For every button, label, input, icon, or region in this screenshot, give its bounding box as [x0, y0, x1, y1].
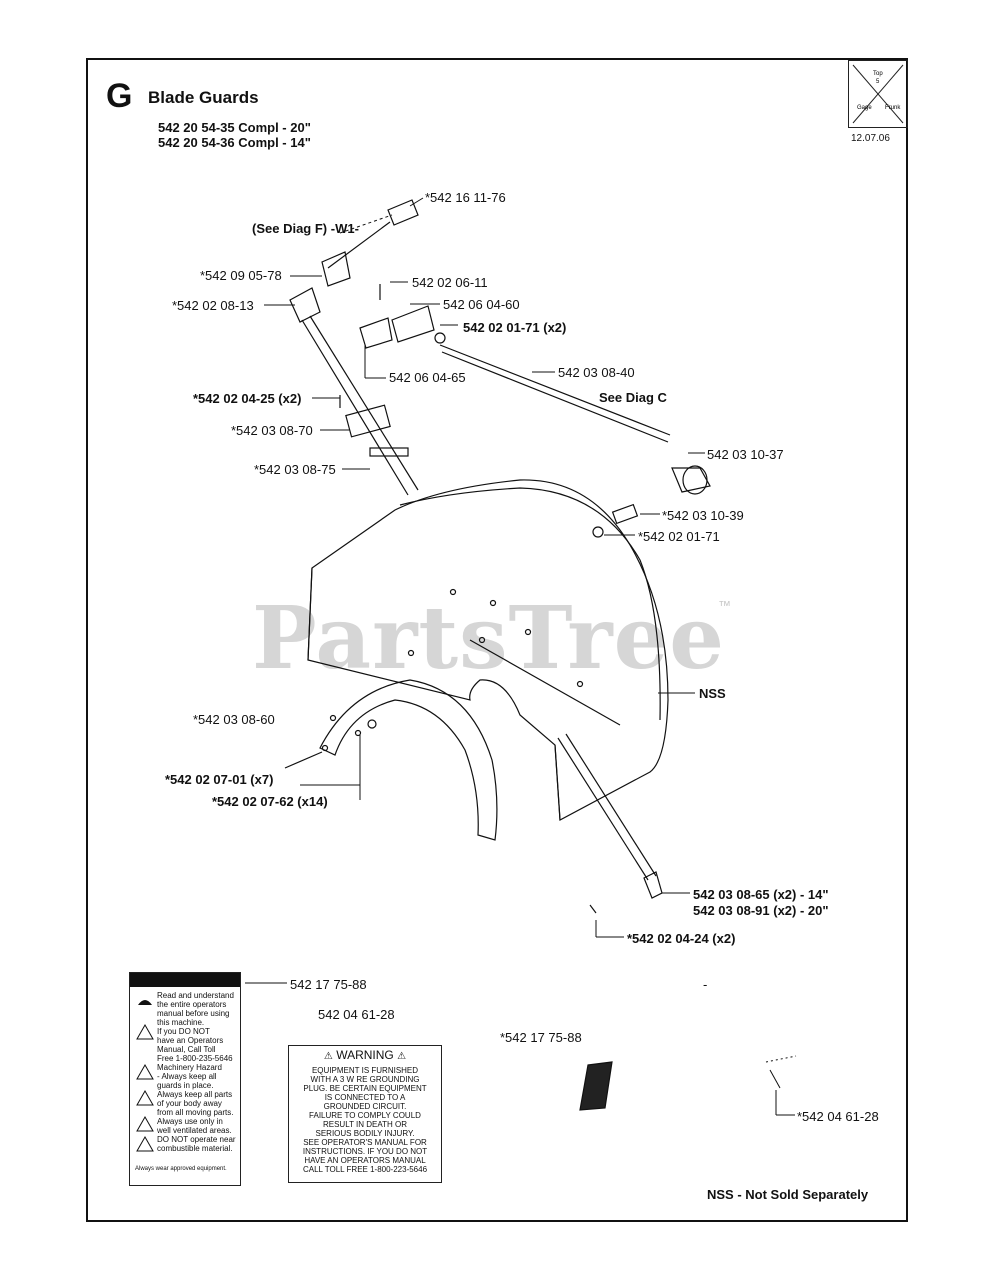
decal-line: combustible material.	[157, 1144, 233, 1153]
part-label-542-02-07-01-x7: *542 02 07-01 (x7)	[165, 772, 274, 787]
part-label-nss: NSS	[699, 686, 726, 701]
decal-line: Read and understand	[157, 991, 234, 1000]
warning-heading: ⚠ WARNING ⚠	[289, 1048, 441, 1064]
assembly-subtitle-20: 542 20 54-35 Compl - 20"	[158, 120, 311, 135]
decal-line: Always use only in	[157, 1117, 223, 1126]
watermark-trademark: ™	[718, 598, 731, 613]
part-label-542-04-61-28-star: *542 04 61-28	[797, 1109, 879, 1124]
decal-line: Always keep all parts	[157, 1090, 233, 1099]
part-label-542-02-07-62-x14: *542 02 07-62 (x14)	[212, 794, 328, 809]
part-label-542-02-01-71-x2: 542 02 01-71 (x2)	[463, 320, 567, 335]
part-label-542-06-04-60: 542 06 04-60	[443, 297, 520, 312]
warning-heading-text: WARNING	[336, 1048, 394, 1062]
section-title: Blade Guards	[148, 88, 259, 107]
warning-line: GROUNDED CIRCUIT.	[323, 1102, 407, 1111]
rolled-decal-piece	[579, 1061, 613, 1111]
part-label-see-diag-c: See Diag C	[599, 390, 667, 405]
decal-line: Always wear approved equipment.	[135, 1166, 227, 1172]
warning-line: RESULT IN DEATH OR	[322, 1120, 407, 1129]
decal-line: DO NOT operate near	[157, 1135, 236, 1144]
part-label-542-03-10-39: *542 03 10-39	[662, 508, 744, 523]
logo-text-mid: 5	[876, 79, 880, 85]
part-label-542-16-11-76: *542 16 11-76	[425, 190, 506, 205]
diagram-frame	[86, 58, 908, 1222]
decal-line: this machine.	[157, 1018, 205, 1027]
decal-warning-icons	[136, 995, 154, 1160]
part-label-542-03-08-75: *542 03 08-75	[254, 462, 336, 477]
warning-line: FAILURE TO COMPLY COULD	[309, 1111, 421, 1120]
brand-logo-icon: Top 5 Gage Frunk	[852, 64, 904, 124]
warning-line: INSTRUCTIONS. IF YOU DO NOT	[302, 1147, 428, 1156]
part-label-542-02-04-24-x2: *542 02 04-24 (x2)	[627, 931, 736, 946]
logo-text-left: Gage	[857, 105, 872, 111]
part-label-542-03-08-40: 542 03 08-40	[558, 365, 635, 380]
warning-triangle-icon: ⚠	[397, 1051, 407, 1062]
part-label-542-17-75-88-star: *542 17 75-88	[500, 1030, 582, 1045]
decal-line: - Always keep all	[157, 1072, 217, 1081]
part-label-542-02-08-13: *542 02 08-13	[172, 298, 254, 313]
part-label-542-02-06-11: 542 02 06-11	[412, 275, 488, 290]
decal-line: the entire operators	[157, 1000, 227, 1009]
decal-line: of your body away	[157, 1099, 222, 1108]
part-label-542-06-04-65: 542 06 04-65	[389, 370, 466, 385]
warning-line: HAVE AN OPERATORS MANUAL	[304, 1156, 426, 1165]
guard-flange-arc	[319, 679, 498, 841]
section-letter: G	[106, 77, 133, 115]
decal-line: If you DO NOT	[157, 1027, 210, 1036]
part-label-542-03-08-65: 542 03 08-65 (x2) - 14"	[693, 887, 829, 902]
part-label-542-02-04-25-x2: *542 02 04-25 (x2)	[193, 391, 302, 406]
warning-line: CALL TOLL FREE 1-800-223-5646	[302, 1165, 428, 1174]
warning-triangle-icon: ⚠	[323, 1051, 333, 1062]
logo-text-right: Frunk	[885, 105, 901, 111]
part-label-see-diag-f: (See Diag F) -W1-	[252, 221, 359, 236]
part-label-542-02-01-71: *542 02 01-71	[638, 529, 720, 544]
assembly-subtitle-14: 542 20 54-36 Compl - 14"	[158, 135, 311, 150]
decal-header-bar	[130, 973, 240, 987]
part-label-542-03-08-60: *542 03 08-60	[193, 712, 275, 727]
decal-line: Free 1-800-235-5646	[157, 1054, 233, 1063]
part-label-542-17-75-88: 542 17 75-88	[290, 977, 367, 992]
warning-line: IS CONNECTED TO A	[324, 1093, 406, 1102]
revision-date: 12.07.06	[851, 133, 890, 144]
nss-footnote: NSS - Not Sold Separately	[707, 1187, 869, 1202]
watermark-text: PartsTree	[252, 588, 726, 689]
part-label-542-03-10-37: 542 03 10-37	[707, 447, 784, 462]
brand-logo-box: Top 5 Gage Frunk	[848, 60, 908, 128]
dash-mark: -	[703, 977, 708, 992]
part-label-542-03-08-91: 542 03 08-91 (x2) - 20"	[693, 903, 829, 918]
decal-line: Machinery Hazard	[157, 1063, 222, 1072]
logo-text-top: Top	[873, 71, 883, 77]
part-label-542-09-05-78: *542 09 05-78	[200, 268, 282, 283]
decal-line: manual before using	[157, 1009, 230, 1018]
warning-line: PLUG. BE CERTAIN EQUIPMENT	[303, 1084, 427, 1093]
decal-line: guards in place.	[157, 1081, 214, 1090]
blade-guard-housing	[307, 479, 669, 821]
warning-line: WITH A 3 W RE GROUNDING	[310, 1075, 420, 1084]
warning-line: SERIOUS BODILY INJURY.	[315, 1129, 415, 1138]
decal-line: Manual, Call Toll	[157, 1045, 216, 1054]
decal-line: have an Operators	[157, 1036, 224, 1045]
decal-line: well ventilated areas.	[157, 1126, 232, 1135]
warning-line: SEE OPERATOR'S MANUAL FOR	[303, 1138, 427, 1147]
decal-line: from all moving parts.	[157, 1108, 234, 1117]
part-label-542-04-61-28: 542 04 61-28	[318, 1007, 395, 1022]
warning-line: EQUIPMENT IS FURNISHED	[311, 1066, 419, 1075]
part-label-542-03-08-70: *542 03 08-70	[231, 423, 313, 438]
